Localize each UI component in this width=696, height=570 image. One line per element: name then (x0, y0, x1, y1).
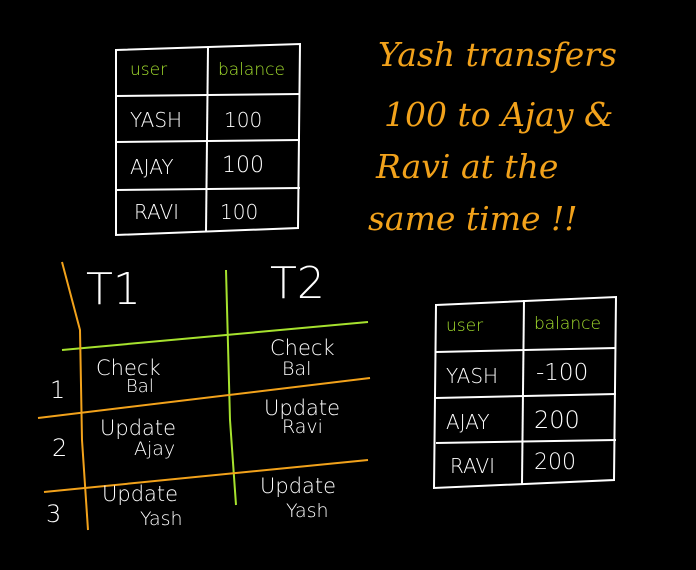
table-after-balance-3: 200 (534, 450, 576, 475)
table-before-balance-3: 100 (220, 200, 259, 224)
note-line-1: Yash transfers (378, 35, 617, 74)
t2-step-2-line-1: Update (264, 396, 341, 420)
note-line-2: 100 to Ajay & (384, 95, 614, 134)
table-before-balance-2: 100 (222, 153, 264, 178)
note-line-3: Ravi at the (376, 147, 559, 186)
t1-step-2-line-2: Ajay (134, 438, 176, 460)
t1-step-1-line-1: Check (96, 356, 161, 380)
table-after-user-2: AJAY (446, 410, 490, 434)
step-number-2: 2 (52, 434, 68, 462)
step-number-3: 3 (46, 500, 62, 528)
transaction-column-t2: T2 (270, 258, 325, 309)
t1-step-3-line-2: Yash (140, 508, 183, 530)
t2-step-3-line-2: Yash (286, 500, 329, 522)
table-before-user-2: AJAY (130, 155, 174, 179)
table-after-user-1: YASH (446, 364, 499, 388)
t1-step-1-line-2: Bal (126, 376, 154, 397)
table-after-header-user: user (446, 316, 484, 336)
step-number-1: 1 (50, 376, 66, 404)
transaction-green-lines (61, 269, 369, 506)
t2-step-2-line-2: Ravi (282, 416, 323, 438)
table-before-header-balance: balance (218, 60, 285, 80)
table-after-balance-1: -100 (536, 360, 589, 386)
table-after-user-3: RAVI (450, 454, 496, 478)
table-after-grid (432, 295, 618, 490)
t2-step-1-line-1: Check (270, 336, 335, 360)
t2-step-3-line-1: Update (260, 474, 337, 498)
table-after-balance-2: 200 (534, 406, 580, 434)
transaction-column-t1: T1 (86, 264, 141, 315)
table-before-balance-1: 100 (224, 108, 263, 132)
transaction-orange-lines (37, 261, 371, 531)
table-before-header-user: user (130, 60, 168, 80)
t2-step-1-line-2: Bal (282, 358, 312, 380)
table-before-user-1: YASH (130, 108, 183, 132)
table-before-grid (115, 42, 302, 237)
table-after-header-balance: balance (534, 314, 601, 334)
table-before-user-3: RAVI (134, 200, 180, 224)
note-line-4: same time !! (368, 199, 578, 238)
t1-step-3-line-1: Update (102, 482, 179, 506)
t1-step-2-line-1: Update (100, 416, 177, 440)
